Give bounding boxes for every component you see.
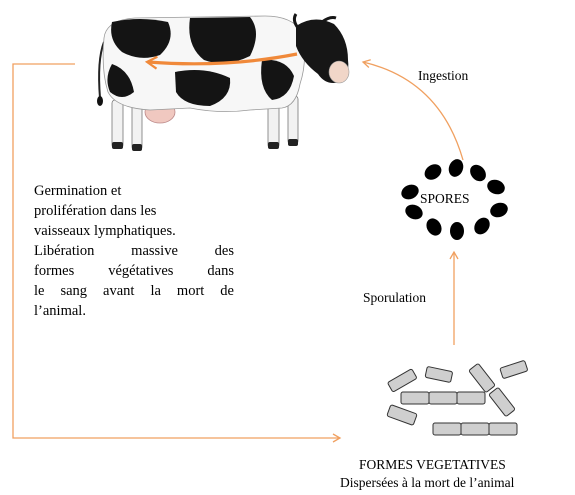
vegetative-rods	[386, 360, 528, 436]
vegetative-forms-subtitle: Dispersées à la mort de l’animal	[340, 475, 515, 490]
spore	[405, 204, 423, 220]
spore	[474, 217, 490, 235]
spores-cluster	[401, 159, 508, 240]
rod	[456, 391, 486, 405]
death-dispersal-arrow	[12, 63, 342, 443]
rod	[488, 422, 518, 436]
spore	[426, 218, 442, 236]
description-line: l’animal.	[34, 303, 86, 319]
rod	[400, 391, 430, 405]
rod	[488, 387, 516, 417]
spore	[470, 164, 486, 182]
spore	[490, 202, 508, 218]
sporulation-label: Sporulation	[363, 290, 426, 305]
description-line: vaisseaux lymphatiques.	[34, 223, 176, 239]
rod	[387, 368, 417, 392]
rod	[424, 366, 453, 383]
vegetative-forms-title: FORMES VEGETATIVES	[359, 457, 506, 472]
rod	[428, 391, 458, 405]
spore	[487, 179, 505, 195]
rod	[468, 363, 496, 393]
ingestion-label: Ingestion	[418, 68, 469, 83]
spores-label: SPORES	[420, 191, 470, 206]
rod	[386, 404, 418, 426]
rod	[460, 422, 490, 436]
internal-spread-arrow	[144, 52, 298, 70]
germination-description: Germination et prolifération dans les va…	[34, 181, 234, 321]
description-line: Libération massive des	[34, 243, 234, 259]
description-line: prolifération dans les	[34, 203, 157, 219]
ingestion-arrow	[361, 59, 464, 161]
spore	[424, 164, 442, 180]
rod	[499, 360, 528, 379]
spore	[450, 222, 464, 240]
description-line: formes végétatives dans	[34, 263, 234, 279]
description-line: Germination et	[34, 183, 122, 199]
description-line: le sang avant la mort de	[34, 283, 234, 299]
cow-illustration	[97, 13, 350, 151]
spore	[448, 159, 464, 177]
spore	[401, 184, 419, 200]
rod	[432, 422, 462, 436]
